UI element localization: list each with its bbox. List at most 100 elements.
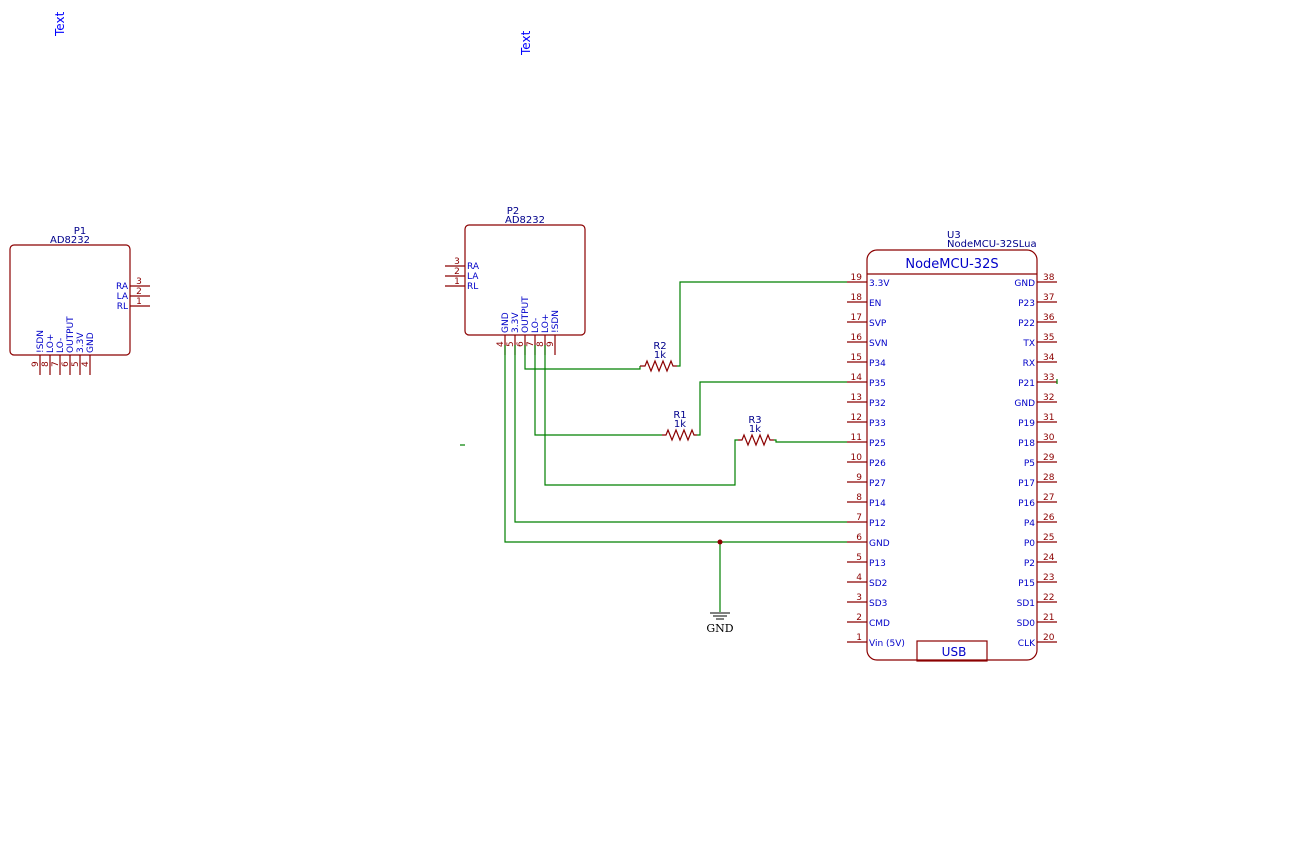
u3-pin-3-num: 3: [856, 593, 862, 603]
wire-3v3-to-r2[interactable]: [677, 281, 847, 367]
r2-zigzag: [640, 359, 677, 373]
u3-usb-box: [916, 640, 988, 662]
wire-gnd-to-u3-gnd[interactable]: [504, 345, 847, 543]
u3-body: [866, 249, 1038, 661]
resistor-r3[interactable]: R3 1k: [738, 415, 774, 447]
component-u3[interactable]: U3 NodeMCU-32SLua NodeMCU-32S USB 3.3V19…: [847, 230, 1057, 662]
p1-pin-9-name: !SDN: [36, 330, 46, 353]
u3-left-pins: 3.3V19EN18SVP17SVN16P3415P3514P3213P3312…: [847, 273, 905, 649]
u3-pin-12-num: 12: [851, 413, 862, 423]
u3-pin-25-name: P0: [1024, 539, 1035, 549]
u3-pin-3-name: SD3: [869, 599, 887, 609]
wire-3v3-to-p12[interactable]: [514, 345, 847, 523]
resistor-r2[interactable]: R2 1k: [640, 341, 677, 373]
u3-pin-27-name: P16: [1018, 499, 1035, 509]
u3-pin-5-num: 5: [856, 553, 862, 563]
u3-pin-19-num: 19: [851, 273, 863, 283]
u3-pin-32-num: 32: [1043, 393, 1054, 403]
p1-pin-1-name: RL: [117, 302, 128, 312]
wire-p35-to-r1[interactable]: [697, 381, 847, 436]
u3-pin-31-name: P19: [1018, 419, 1035, 429]
r3-zigzag: [738, 433, 774, 447]
p2-pin-4-num: 4: [496, 341, 506, 347]
u3-pin-17-name: SVP: [869, 319, 887, 329]
r1-zigzag: [662, 428, 697, 442]
gnd-symbol[interactable]: GND: [706, 612, 734, 635]
wire-output-to-r2[interactable]: [524, 345, 641, 370]
u3-pin-14-num: 14: [851, 373, 863, 383]
u3-pin-13-num: 13: [851, 393, 862, 403]
p1-pin-7-name: LO-: [56, 338, 66, 353]
p1-pin-2-name: LA: [117, 292, 129, 302]
u3-pin-35-num: 35: [1043, 333, 1054, 343]
u3-pin-14-name: P35: [869, 379, 886, 389]
u3-pin-16-name: SVN: [869, 339, 888, 349]
u3-pin-8-num: 8: [856, 493, 862, 503]
u3-pin-23-name: P15: [1018, 579, 1035, 589]
u3-pin-18-num: 18: [851, 293, 863, 303]
junction-dot: [717, 539, 723, 545]
p1-pin-3-name: RA: [116, 282, 129, 292]
u3-pin-15-num: 15: [851, 353, 862, 363]
free-text-1: Text: [53, 11, 67, 37]
p2-pin-9-name: !SDN: [551, 310, 561, 333]
p1-pin-5-name: 3.3V: [76, 332, 86, 353]
u3-pin-33-num: 33: [1043, 373, 1054, 383]
p2-pin-3-name: RA: [467, 262, 480, 272]
gnd-label: GND: [706, 622, 733, 635]
u3-pin-8-name: P14: [869, 499, 886, 509]
u3-pin-6-name: GND: [869, 539, 890, 549]
u3-pin-37-name: P23: [1018, 299, 1035, 309]
p1-value: AD8232: [50, 235, 90, 246]
p2-pin-4-name: GND: [501, 312, 511, 333]
p2-value: AD8232: [505, 215, 545, 226]
wire-p25-to-r3[interactable]: [774, 439, 847, 443]
u3-ref: U3: [947, 230, 961, 241]
u3-pin-1-num: 1: [856, 633, 862, 643]
u3-pin-27-num: 27: [1043, 493, 1054, 503]
u3-right-pins: GND38P2337P2236TX35RX34P2133GND32P1931P1…: [1014, 273, 1057, 649]
free-text-2: Text: [519, 30, 533, 56]
p2-pin-2-name: LA: [467, 272, 479, 282]
wire-lo-plus-to-r3[interactable]: [544, 345, 738, 486]
u3-pin-20-name: CLK: [1018, 639, 1036, 649]
u3-pin-33-name: P21: [1018, 379, 1035, 389]
u3-pin-7-name: P12: [869, 519, 886, 529]
u3-pin-4-name: SD2: [869, 579, 887, 589]
p2-pin-3-num: 3: [454, 257, 460, 267]
u3-title: NodeMCU-32S: [905, 257, 998, 272]
p1-pin-9-num: 9: [31, 361, 41, 367]
u3-pin-24-num: 24: [1043, 553, 1055, 563]
p1-pin-2-num: 2: [136, 287, 142, 297]
p1-pin-6-name: OUTPUT: [66, 316, 76, 353]
u3-pin-9-num: 9: [856, 473, 862, 483]
u3-pin-24-name: P2: [1024, 559, 1035, 569]
p2-pin-2-num: 2: [454, 267, 460, 277]
p1-pin-7-num: 7: [51, 361, 61, 367]
r1-value: 1k: [674, 419, 686, 430]
p2-pin-5-num: 5: [506, 341, 516, 347]
u3-usb-label: USB: [942, 645, 967, 659]
p1-pin-3-num: 3: [136, 277, 142, 287]
u3-pin-22-num: 22: [1043, 593, 1054, 603]
u3-pin-19-name: 3.3V: [869, 279, 890, 289]
u3-pin-1-name: Vin (5V): [869, 639, 905, 649]
r2-value: 1k: [654, 350, 666, 361]
p2-pin-7-num: 7: [526, 341, 536, 347]
u3-pin-37-num: 37: [1043, 293, 1054, 303]
p1-pin-8-name: LO+: [46, 334, 56, 353]
u3-pin-9-name: P27: [869, 479, 886, 489]
resistor-r1[interactable]: R1 1k: [662, 410, 697, 442]
wire-lo-minus-to-r1[interactable]: [534, 345, 662, 436]
u3-pin-12-name: P33: [869, 419, 886, 429]
u3-pin-18-name: EN: [869, 299, 881, 309]
u3-pin-31-num: 31: [1043, 413, 1054, 423]
p1-pin-5-num: 5: [71, 361, 81, 367]
u3-pin-10-name: P26: [869, 459, 886, 469]
u3-pin-38-name: GND: [1014, 279, 1035, 289]
